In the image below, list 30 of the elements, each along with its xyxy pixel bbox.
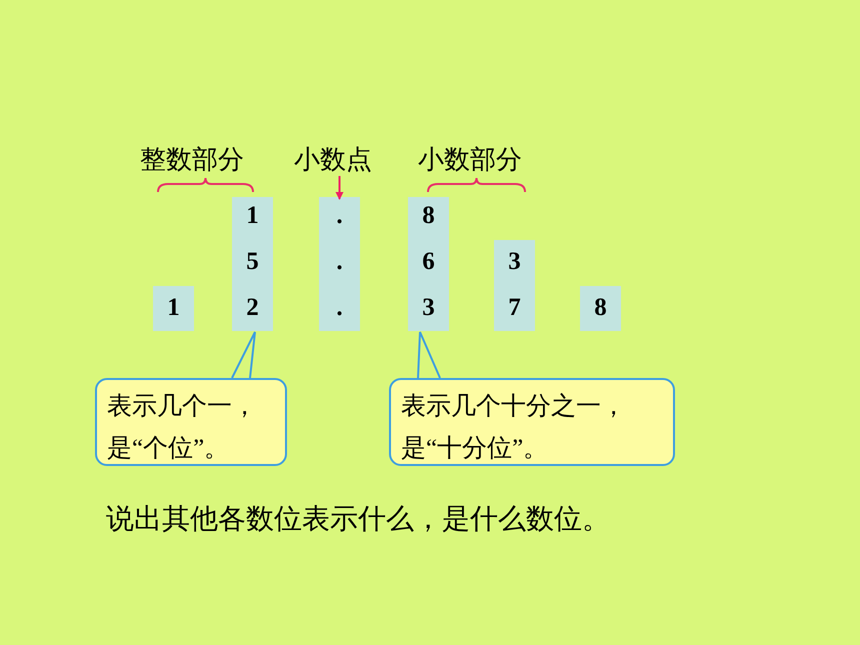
digit: 1	[167, 293, 180, 323]
callout-tail	[231, 331, 256, 378]
digit-column	[232, 197, 273, 331]
digit: 7	[508, 293, 521, 323]
bracket-label: 小数部分	[418, 144, 522, 176]
decimal-point-label: 小数点	[294, 142, 372, 177]
digit: 3	[508, 247, 521, 277]
digit: 3	[422, 293, 435, 323]
digit: .	[336, 247, 343, 277]
digit: 1	[246, 201, 259, 231]
digit: 5	[246, 247, 259, 277]
instruction-text: 说出其他各数位表示什么，是什么数位。	[106, 503, 610, 537]
speech-bubble	[389, 378, 675, 466]
speech-bubble	[95, 378, 287, 466]
digit: 8	[422, 201, 435, 231]
bracket-label: 整数部分	[140, 144, 244, 176]
digit-column	[408, 197, 449, 331]
digit-column	[580, 286, 621, 331]
bubble-text: 表示几个十分之一，是“十分位”。	[401, 392, 627, 464]
digit: .	[336, 293, 343, 323]
digit: 6	[422, 247, 435, 277]
arrow	[336, 176, 344, 200]
digit: 2	[246, 293, 259, 323]
digit-column	[153, 286, 194, 331]
digit-column	[494, 240, 535, 331]
digit: 8	[594, 293, 607, 323]
digit-column	[319, 197, 360, 331]
callout-tail	[417, 331, 441, 378]
digit: .	[336, 201, 343, 231]
bubble-text: 表示几个一，是“个位”。	[107, 392, 258, 464]
